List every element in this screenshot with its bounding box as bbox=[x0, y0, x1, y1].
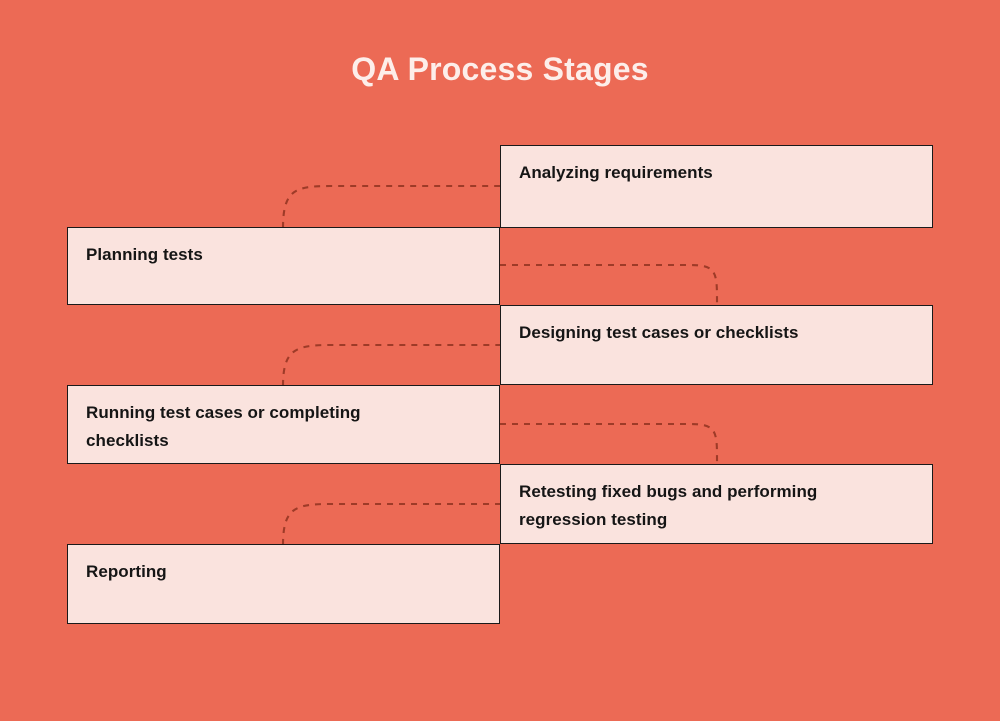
stage-label: Designing test cases or checklists bbox=[519, 323, 799, 342]
page-title: QA Process Stages bbox=[351, 51, 649, 87]
stage-box-reporting[interactable]: Reporting bbox=[67, 544, 500, 624]
stage-box-designing-test-cases[interactable]: Designing test cases or checklists bbox=[500, 305, 933, 385]
connector-planning-to-analyzing bbox=[281, 184, 500, 229]
stage-label: Running test cases or completing checkli… bbox=[86, 403, 361, 451]
stage-box-retesting-fixed-bugs[interactable]: Retesting fixed bugs and performing regr… bbox=[500, 464, 933, 544]
connector-running-to-designing bbox=[281, 343, 500, 387]
connector-reporting-to-retesting bbox=[281, 502, 500, 546]
connector-running-to-retesting bbox=[500, 422, 719, 465]
stage-box-analyzing-requirements[interactable]: Analyzing requirements bbox=[500, 145, 933, 228]
stage-label: Analyzing requirements bbox=[519, 163, 713, 182]
stage-label: Reporting bbox=[86, 562, 167, 581]
stage-label: Planning tests bbox=[86, 245, 203, 264]
connector-planning-to-designing bbox=[500, 263, 719, 306]
stage-box-planning-tests[interactable]: Planning tests bbox=[67, 227, 500, 305]
stage-label: Retesting fixed bugs and performing regr… bbox=[519, 482, 818, 530]
stage-box-running-test-cases[interactable]: Running test cases or completing checkli… bbox=[67, 385, 500, 464]
